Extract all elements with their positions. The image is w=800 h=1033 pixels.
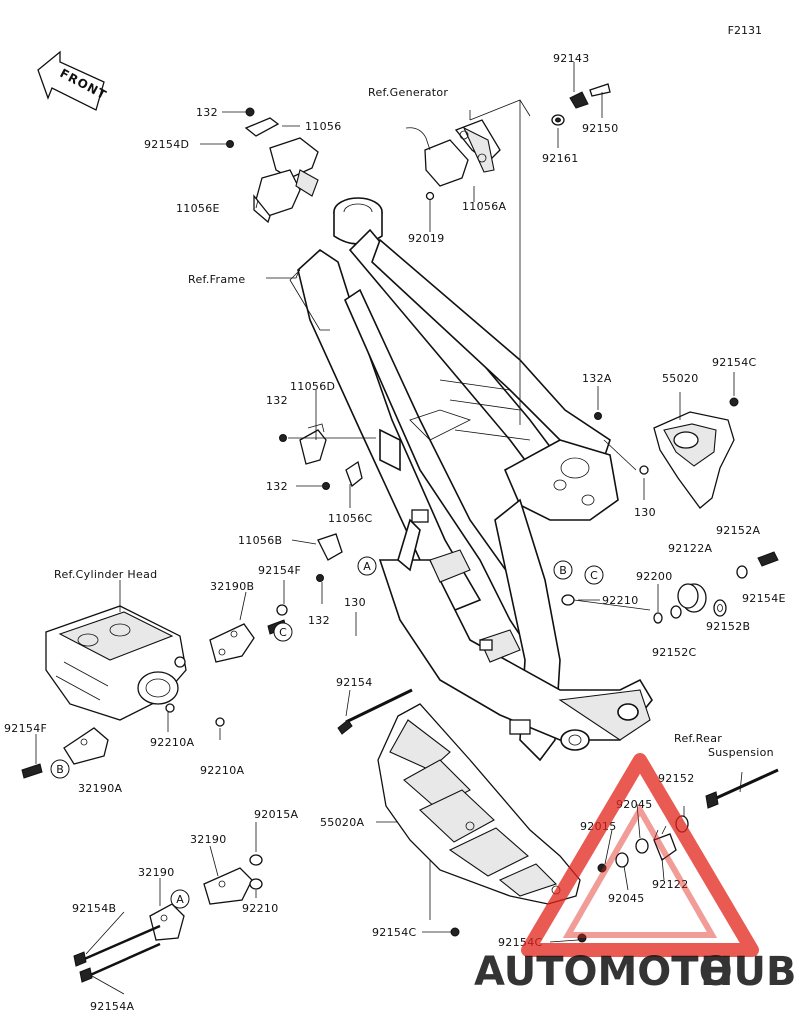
bracket-11056B — [316, 533, 343, 582]
label-92154E: 92154E — [742, 592, 786, 605]
label-11056B: 11056B — [238, 534, 282, 547]
bolt-92154 — [337, 688, 413, 735]
callout-c-2: C — [273, 622, 293, 642]
skid-plate-55020A — [377, 703, 587, 943]
callout-c-1: C — [584, 565, 604, 585]
label-92045-top: 92045 — [616, 798, 653, 811]
label-92154: 92154 — [336, 676, 373, 689]
label-92210A-a: 92210A — [150, 736, 194, 749]
label-92143: 92143 — [553, 52, 590, 65]
svg-text:C: C — [279, 626, 287, 639]
figure-code: F2131 — [727, 24, 762, 37]
watermark-part2: HUB — [700, 949, 796, 995]
svg-text:B: B — [559, 564, 567, 577]
bracket-32190-lower — [73, 903, 185, 983]
label-92154F-left: 92154F — [4, 722, 47, 735]
label-11056A: 11056A — [462, 200, 506, 213]
label-92152: 92152 — [658, 772, 695, 785]
label-92154C-top: 92154C — [712, 356, 756, 369]
label-92045-bot: 92045 — [608, 892, 645, 905]
label-92161: 92161 — [542, 152, 579, 165]
label-130-mid: 130 — [344, 596, 366, 609]
cylinder-head — [45, 605, 225, 727]
bracket-11056 — [226, 107, 319, 224]
label-92019: 92019 — [408, 232, 445, 245]
bracket-11056D — [279, 423, 327, 465]
label-92210-mid: 92210 — [602, 594, 639, 607]
label-11056C: 11056C — [328, 512, 372, 525]
label-92015A: 92015A — [254, 808, 298, 821]
label-132-c: 132 — [266, 480, 288, 493]
watermark-part1: AUTOMOTO — [474, 949, 733, 995]
label-32190B: 32190B — [210, 580, 254, 593]
front-arrow-icon: FRONT — [37, 50, 109, 111]
callout-a-2: A — [170, 889, 190, 909]
callout-b-1: B — [553, 560, 573, 580]
right-small-parts — [561, 412, 779, 624]
guard-55020 — [639, 397, 739, 509]
frame-drawing — [289, 197, 653, 762]
label-92150: 92150 — [582, 122, 619, 135]
label-130-right: 130 — [634, 506, 656, 519]
svg-text:A: A — [363, 560, 371, 573]
label-32190A: 32190A — [78, 782, 122, 795]
label-92122A: 92122A — [668, 542, 712, 555]
label-11056: 11056 — [305, 120, 342, 133]
label-11056E: 11056E — [176, 202, 220, 215]
label-55020: 55020 — [662, 372, 699, 385]
label-ref-generator: Ref.Generator — [368, 86, 448, 99]
label-92154D: 92154D — [144, 138, 189, 151]
label-132A: 132A — [582, 372, 612, 385]
label-92200: 92200 — [636, 570, 673, 583]
label-92122: 92122 — [652, 878, 689, 891]
label-ref-frame: Ref.Frame — [188, 273, 245, 286]
label-ref-rear: Ref.Rear — [674, 732, 722, 745]
label-132-d: 132 — [308, 614, 330, 627]
label-92154C-low1: 92154C — [372, 926, 416, 939]
label-32190-b: 32190 — [138, 866, 175, 879]
label-92154F-top: 92154F — [258, 564, 301, 577]
label-132-b: 132 — [266, 394, 288, 407]
label-ref-cylinder-head: Ref.Cylinder Head — [54, 568, 157, 581]
svg-text:C: C — [590, 569, 598, 582]
svg-text:B: B — [56, 763, 64, 776]
label-92152A: 92152A — [716, 524, 760, 537]
label-92210-low: 92210 — [242, 902, 279, 915]
svg-text:A: A — [176, 893, 184, 906]
watermark-text: AUTOMOTO HUB — [474, 949, 796, 995]
label-55020A: 55020A — [320, 816, 364, 829]
watermark-logo — [521, 753, 759, 957]
label-32190-a: 32190 — [190, 833, 227, 846]
label-92210A-b: 92210A — [200, 764, 244, 777]
label-92152B: 92152B — [706, 620, 750, 633]
bracket-32190-upper — [203, 854, 263, 905]
callout-a-1: A — [357, 556, 377, 576]
label-132: 132 — [196, 106, 218, 119]
bracket-11056C — [322, 460, 363, 490]
label-92154B: 92154B — [72, 902, 116, 915]
bracket-32190A — [21, 727, 109, 779]
callout-b-2: B — [50, 759, 70, 779]
label-11056D: 11056D — [290, 380, 335, 393]
leader-lines — [35, 62, 743, 995]
label-92152C: 92152C — [652, 646, 696, 659]
bracket-32190B — [209, 604, 288, 663]
label-92154A: 92154A — [90, 1000, 134, 1013]
generator-bracket — [405, 83, 611, 425]
part-labels: 92143 Ref.Generator 132 11056 92154D 921… — [4, 52, 786, 1013]
label-suspension: Suspension — [708, 746, 774, 759]
